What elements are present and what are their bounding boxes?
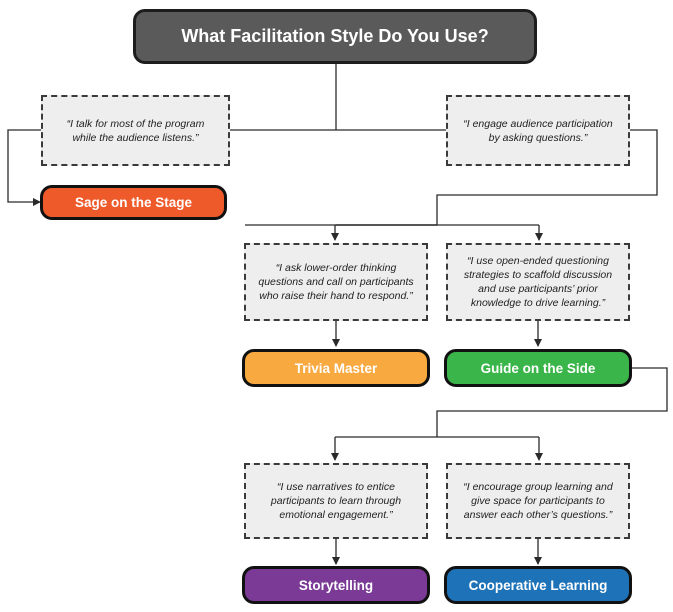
quote-trivia: “I ask lower-order thinking questions an… (244, 243, 428, 321)
style-sage-on-the-stage: Sage on the Stage (40, 185, 227, 220)
quote-engage: “I engage audience participation by aski… (446, 95, 630, 166)
quote-guide: “I use open-ended questioning strategies… (446, 243, 630, 321)
style-storytelling: Storytelling (242, 566, 430, 604)
quote-sage: “I talk for most of the program while th… (41, 95, 230, 166)
style-trivia-master: Trivia Master (242, 349, 430, 387)
style-guide-on-the-side: Guide on the Side (444, 349, 632, 387)
diagram-title: What Facilitation Style Do You Use? (133, 9, 537, 64)
style-cooperative-learning: Cooperative Learning (444, 566, 632, 604)
guide-connector (436, 367, 668, 437)
quote-coop: “I encourage group learning and give spa… (446, 463, 630, 539)
sage-connector (7, 129, 41, 206)
quote-story: “I use narratives to entice participants… (244, 463, 428, 539)
